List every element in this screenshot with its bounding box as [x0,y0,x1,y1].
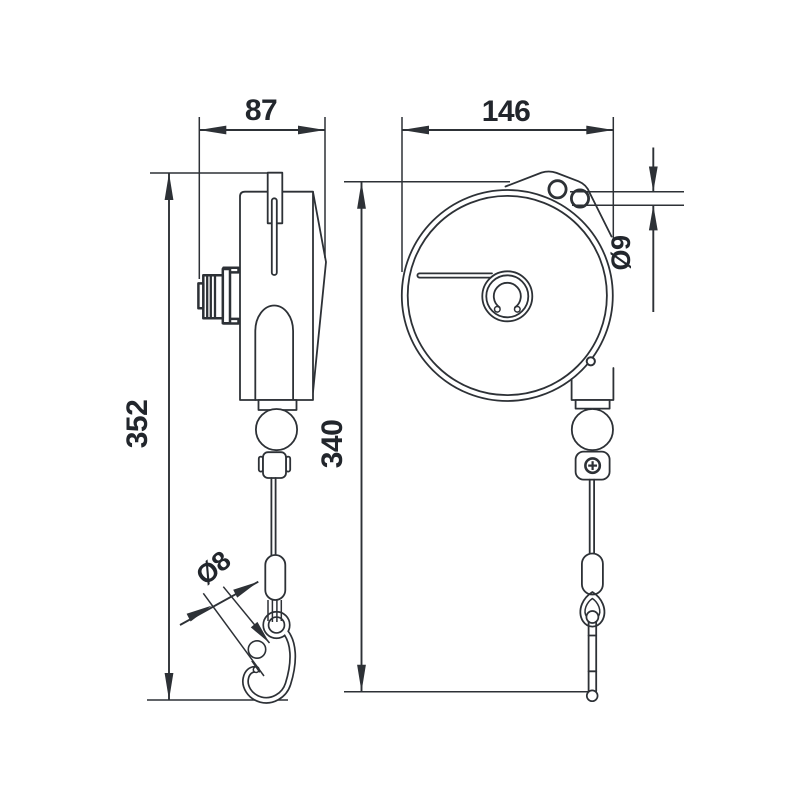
hole-diameter-dimension-label: Ø9 [606,235,636,271]
side-width-dimension-label: 87 [245,94,277,127]
dimension-front-height: 340 [316,180,597,693]
cable-clamp-side [257,451,292,479]
cable-strands-side [267,600,283,622]
drum [400,189,614,402]
cable-outlet-front [570,356,615,410]
ferrule-front [581,552,604,596]
arrowhead-up-icon [357,181,366,209]
cable-front [588,478,595,555]
dimension-hole-diameter: Ø9 [570,147,684,312]
dimension-front-width: 146 [401,95,615,272]
thimble-outer [579,591,606,628]
side-body [239,171,327,401]
thimble-and-hook-front [579,591,606,703]
bracket-edge [312,191,327,393]
gate-spring [251,660,261,673]
bracket-holes [547,179,591,209]
arrowhead-left-icon [199,125,227,135]
cable-guide-dome [254,304,294,401]
hook-tip [585,689,599,703]
buffer-ball-side [254,408,298,452]
dimension-side-width: 87 [198,94,326,279]
front-width-dimension-label: 146 [482,95,531,128]
front-height-dimension-label: 340 [316,420,349,469]
mounting-hole [570,188,591,209]
hook-eye [585,610,600,624]
side-view: 87 352 [121,94,327,704]
drum-outer-rim [400,189,614,402]
rim-pin [585,356,596,367]
cable-side [270,477,277,556]
ferrule-side [264,554,287,601]
arrowhead-leader3-icon [250,621,270,643]
hook-wire-section [247,639,267,659]
drum-inner-rim [406,194,608,396]
arrowhead-right-icon [586,125,614,135]
arrowhead-leader-icon [233,581,259,598]
buffer-ball-front [570,408,614,452]
arrowhead-down-icon [164,673,174,700]
cable-clamp-front [574,450,611,481]
adjustment-knob [197,266,240,325]
side-height-dimension-label: 352 [121,400,154,449]
hub-horseshoe [492,281,522,309]
arrowhead-leader2-icon [186,605,212,622]
dimension-side-height: 352 [121,172,288,701]
arrowhead-right-icon [298,125,325,135]
arrowhead-down-icon [648,166,658,192]
drum-hub [481,270,534,323]
arrowhead-up-icon [648,205,658,231]
arrowhead-down-icon [357,664,366,692]
arrowhead-left-icon [402,125,429,135]
cable-diameter-dimension-label: Ø8 [190,545,236,591]
carabiner-hook [242,610,297,704]
front-view: 146 340 [316,95,684,703]
arrowhead-up-icon [164,173,174,200]
mounting-bracket [504,170,613,238]
dimension-cable-diameter: Ø8 [179,545,271,677]
lug-slot [270,197,278,276]
mounting-hole [547,179,568,200]
